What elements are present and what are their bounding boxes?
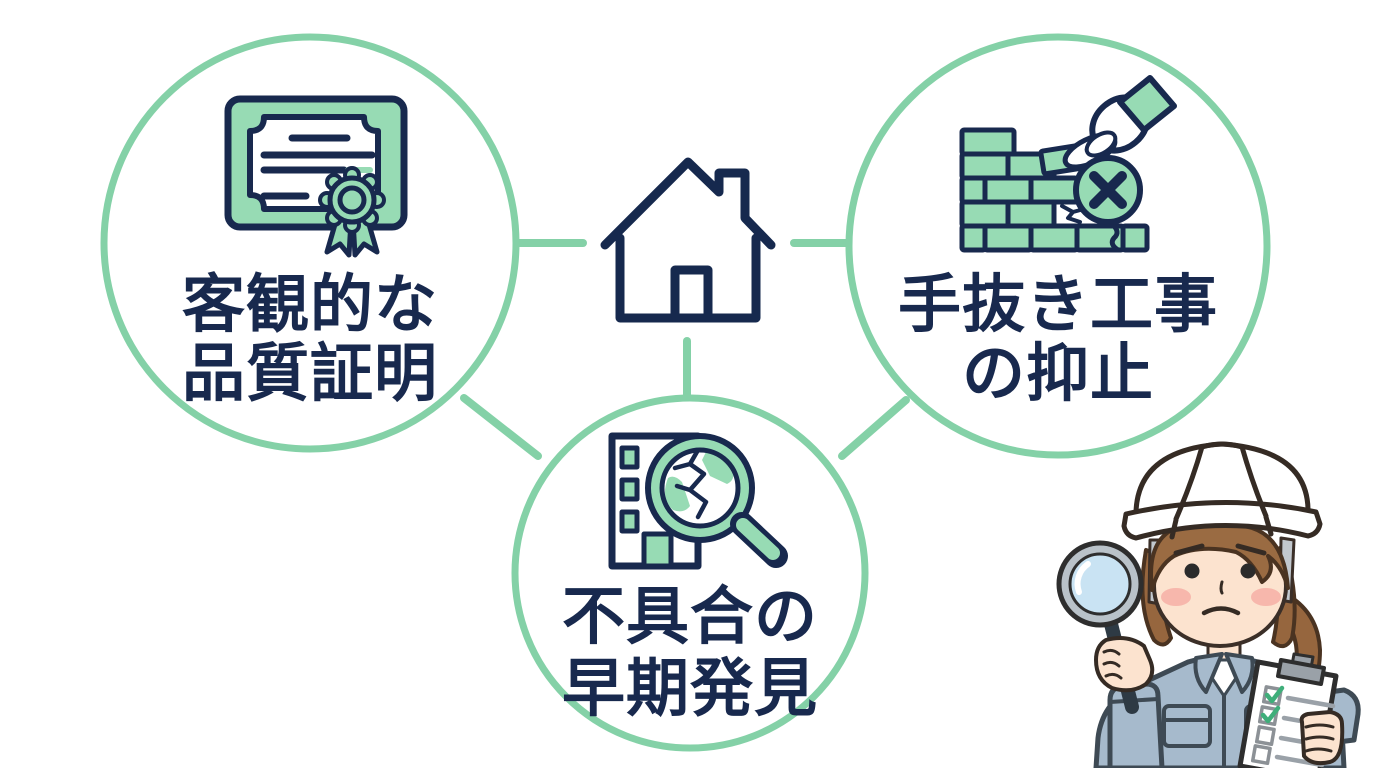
brick	[1028, 175, 1080, 205]
circle-border	[511, 394, 869, 752]
brick	[959, 127, 1017, 157]
clipboard-clip	[1276, 658, 1326, 686]
lens-ring-green	[648, 436, 752, 540]
inspector-illustration	[1056, 441, 1361, 768]
collar-left	[1193, 652, 1224, 694]
lens-green-patch-left	[664, 476, 690, 512]
brick-wall-defect-icon	[959, 75, 1177, 253]
connector-diag-right	[838, 396, 910, 460]
cheek-right	[1251, 588, 1281, 606]
brick	[982, 223, 1034, 253]
label-deterrence-line2: の抑止	[962, 339, 1154, 409]
lens-green-patch-right	[702, 452, 734, 484]
brick	[982, 175, 1034, 205]
circle-early-defect-detection: 不具合の 早期発見	[511, 394, 869, 752]
brick-wall	[959, 127, 1150, 253]
certificate-seal	[318, 166, 386, 258]
pocket-left	[1162, 704, 1212, 748]
magnifier	[645, 433, 788, 568]
face-features	[1161, 543, 1281, 616]
label-deterrence-line1: 手抜き工事	[898, 270, 1218, 340]
brick	[1028, 223, 1080, 253]
x-mark-icon	[1073, 155, 1143, 225]
brick	[959, 151, 1011, 181]
eye-right	[1240, 563, 1256, 579]
certificate-text-lines	[260, 134, 376, 200]
label-quality-line2: 品質証明	[182, 339, 438, 409]
circle-shoddy-work-deterrence: 手抜き工事 の抑止	[845, 33, 1271, 459]
clipboard-hand	[1299, 710, 1345, 766]
label-detection-line1: 不具合の	[562, 582, 818, 652]
circle-border	[100, 33, 520, 453]
circle-quality-certification: 客観的な 品質証明	[100, 33, 520, 453]
hard-hat	[1121, 441, 1323, 541]
lens-highlight	[1074, 561, 1091, 595]
building-magnifier-icon	[608, 432, 788, 570]
brick	[959, 199, 1011, 229]
sleeve-cuff	[1117, 75, 1177, 133]
crack-bottom	[1109, 221, 1121, 253]
fist-finger-lines	[1102, 648, 1123, 680]
helmet-ridge-lines	[1169, 441, 1274, 540]
collar-right	[1224, 652, 1255, 694]
hand-thumb	[1084, 130, 1118, 158]
magnifying-glass	[1056, 540, 1155, 714]
eyebrow-left	[1173, 543, 1205, 556]
label-detection-line2: 早期発見	[562, 654, 818, 724]
lens-ring-inner	[659, 447, 741, 529]
connector-diag-left	[460, 394, 542, 460]
eyebrow-right	[1235, 543, 1267, 556]
connector-lines	[460, 239, 910, 460]
label-quality-line1: 客観的な	[182, 270, 438, 340]
handle-fill	[736, 518, 780, 560]
lens-crack	[672, 447, 709, 520]
house-door	[670, 265, 713, 323]
lens-ring-outer	[645, 433, 755, 543]
hand-finger-lines	[1304, 723, 1335, 753]
mouth-frown	[1201, 606, 1241, 616]
brick	[959, 175, 988, 205]
nose	[1219, 580, 1224, 595]
building-door	[641, 531, 674, 569]
building-windows	[619, 445, 674, 569]
house-walls	[615, 233, 761, 323]
brick	[959, 223, 988, 253]
seal-inner	[337, 185, 367, 215]
eye-left	[1184, 563, 1200, 579]
cheek-left	[1161, 588, 1191, 606]
brick	[1005, 199, 1057, 229]
house-roof	[600, 157, 776, 250]
checklist-clipboard	[1237, 652, 1345, 768]
certificate-icon	[224, 95, 408, 258]
house-icon	[600, 157, 776, 323]
check-marks	[1260, 685, 1285, 724]
brick	[1120, 223, 1150, 253]
